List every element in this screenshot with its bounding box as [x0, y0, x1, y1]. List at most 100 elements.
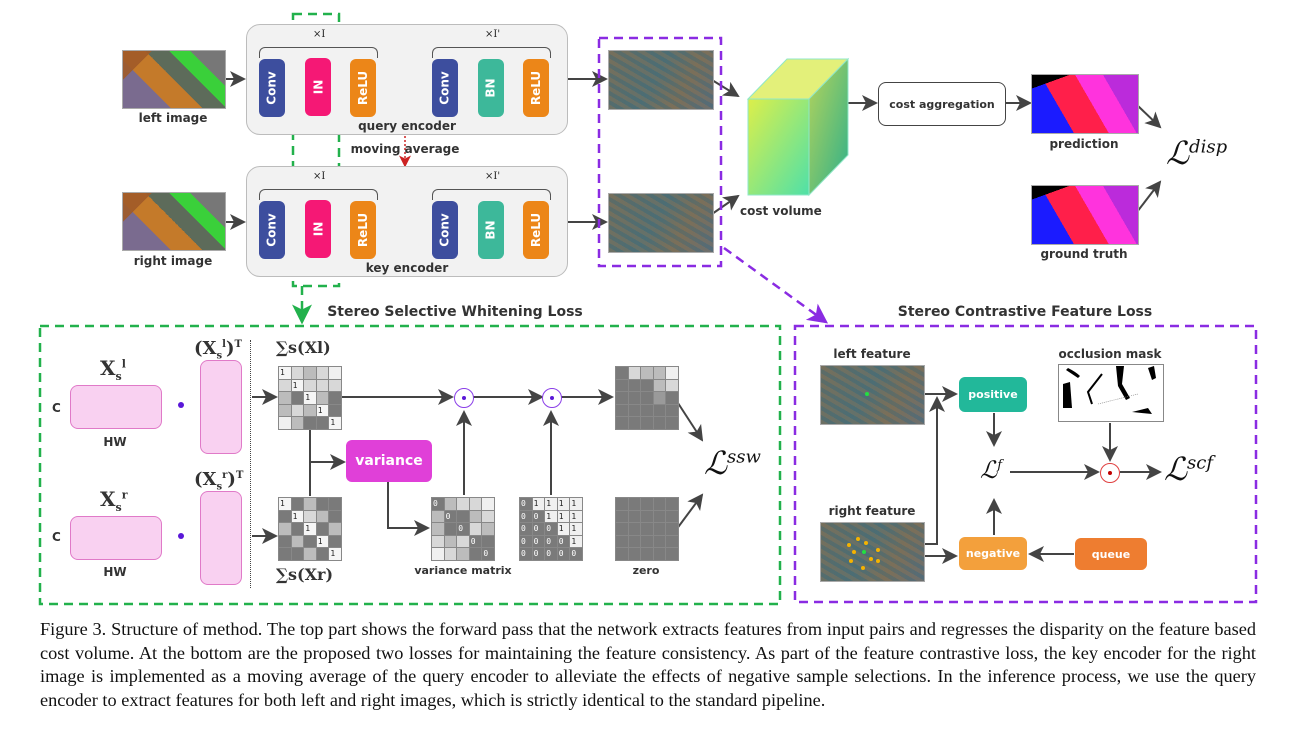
prediction-label: prediction	[1049, 137, 1119, 151]
matrix-cell	[457, 548, 469, 560]
query-encoder-label: query encoder	[358, 119, 456, 133]
key-encoder: ×I ×I' Conv IN ReLU Conv BN ReLU key enc…	[246, 166, 568, 277]
hw-label: HW	[103, 435, 127, 449]
matrix-cell	[316, 379, 329, 392]
matrix-cell	[653, 417, 666, 429]
matrix-cell	[304, 417, 316, 429]
matrix-cell	[616, 379, 628, 392]
matrix-cell	[628, 498, 641, 510]
hw-label: HW	[103, 565, 127, 579]
brace-second	[432, 189, 551, 200]
variance-matrix-label: variance matrix	[414, 564, 512, 577]
matrix-cell	[616, 417, 628, 429]
matrix-cell	[666, 392, 678, 404]
matrix-cell: 0	[532, 548, 545, 560]
matrix-cell	[329, 535, 341, 548]
matrix-cell	[469, 523, 482, 535]
loss-disp: ℒdisp	[1166, 134, 1228, 172]
c-label: C	[52, 401, 61, 415]
loss-ssw: ℒssw	[704, 444, 761, 482]
matrix-cell	[444, 523, 457, 535]
zero-matrix	[615, 497, 679, 561]
matrix-cell: 0	[545, 548, 557, 560]
matrix-cell	[291, 404, 304, 417]
matrix-cell	[469, 498, 482, 510]
matrix-cell	[616, 548, 628, 560]
xl-transpose-label: (Xsl)T	[194, 338, 242, 362]
c-label: C	[52, 530, 61, 544]
left-image	[122, 50, 226, 109]
xl-label: Xsl	[100, 356, 126, 383]
queue-box: queue	[1075, 538, 1147, 570]
matrix-cell	[616, 535, 628, 548]
matrix-cell: 0	[444, 510, 457, 523]
occlusion-mask-label: occlusion mask	[1058, 347, 1162, 361]
matrix-cell	[666, 498, 678, 510]
left-feature-label: left feature	[833, 347, 911, 361]
matrix-cell	[628, 367, 641, 379]
matrix-cell	[666, 510, 678, 523]
matrix-cell	[316, 392, 329, 404]
negative-point	[856, 537, 860, 541]
matrix-cell: 1	[279, 367, 291, 379]
ssw-title: Stereo Selective Whitening Loss	[327, 304, 583, 320]
green-dashed-in-highlight	[291, 12, 341, 288]
matrix-cell	[291, 392, 304, 404]
matrix-cell	[628, 548, 641, 560]
matrix-cell	[616, 392, 628, 404]
negative-point	[847, 543, 851, 547]
matrix-cell: 1	[570, 523, 582, 535]
matrix-cell	[482, 510, 494, 523]
left-feature-map	[608, 50, 714, 110]
key-encoder-label: key encoder	[365, 261, 449, 275]
matrix-cell: 1	[545, 510, 557, 523]
matrix-cell	[653, 379, 666, 392]
relu-block: ReLU	[350, 59, 376, 117]
matrix-cell	[641, 523, 653, 535]
matrix-cell	[279, 379, 291, 392]
scf-dashed-frame	[793, 324, 1258, 604]
matrix-cell: 0	[520, 535, 532, 548]
xr-label: Xsr	[100, 487, 128, 514]
matrix-cell	[304, 404, 316, 417]
matrix-cell	[641, 498, 653, 510]
matrix-cell	[616, 367, 628, 379]
matrix-cell	[641, 367, 653, 379]
arrow-zero-to-loss	[675, 493, 704, 531]
matrix-cell	[628, 510, 641, 523]
matrix-cell	[482, 535, 494, 548]
matrix-cell	[279, 417, 291, 429]
purple-dashed-feature-highlight	[597, 36, 723, 268]
matrix-cell	[653, 404, 666, 417]
matrix-cell: 0	[532, 510, 545, 523]
matrix-cell: 0	[570, 548, 582, 560]
dot-product-icon	[178, 533, 184, 539]
matrix-cell	[653, 498, 666, 510]
left-image-label: left image	[138, 111, 208, 125]
connector-layer	[38, 12, 1258, 606]
matrix-cell	[641, 535, 653, 548]
cost-aggregation-box: cost aggregation	[878, 82, 1006, 126]
matrix-cell	[291, 498, 304, 510]
matrix-cell	[666, 548, 678, 560]
bn-block: BN	[478, 59, 504, 117]
matrix-cell: 1	[316, 535, 329, 548]
query-encoder: ×I ×I' Conv IN ReLU Conv BN ReLU query e…	[246, 24, 568, 135]
matrix-cell	[653, 548, 666, 560]
moving-average-label: moving average	[350, 142, 460, 156]
ssw-dashed-frame	[38, 324, 782, 606]
xr-matrix	[70, 516, 162, 560]
matrix-cell	[653, 367, 666, 379]
figure-caption: Figure 3. Structure of method. The top p…	[40, 619, 1256, 710]
selected-variance-matrix	[615, 366, 679, 430]
loss-f: ℒf	[980, 456, 1003, 484]
matrix-cell	[279, 535, 291, 548]
matrix-cell: 0	[545, 535, 557, 548]
matrix-cell: 1	[532, 498, 545, 510]
matrix-cell	[279, 392, 291, 404]
matrix-cell	[329, 498, 341, 510]
matrix-cell: 0	[520, 523, 532, 535]
matrix-cell: 1	[557, 523, 570, 535]
